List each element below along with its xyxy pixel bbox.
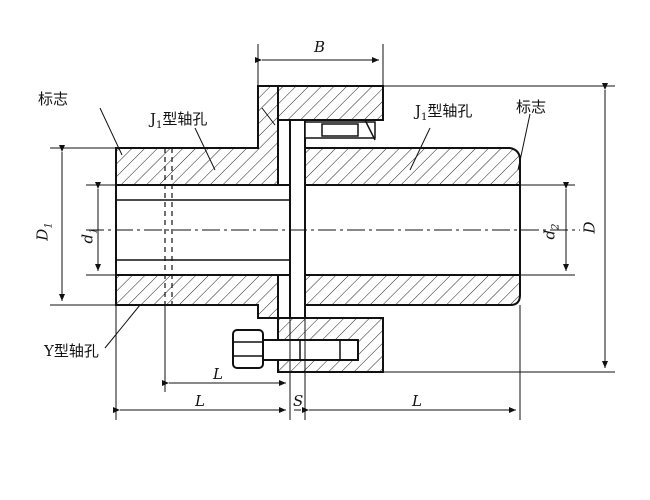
bottom-bolt <box>232 329 359 369</box>
leader-lines <box>99 107 531 349</box>
center-gap <box>289 119 306 319</box>
dim-label-d1-outer: D1 <box>33 222 55 241</box>
dimension-d1 <box>50 145 116 306</box>
dim-label-d: D <box>580 221 599 234</box>
dimension-d <box>383 83 615 373</box>
dim-label-d1-bore: d1 <box>78 227 100 244</box>
dim-label-d2: d2 <box>540 223 562 240</box>
j1-hole-label-left: J1型轴孔 <box>150 110 208 131</box>
dimension-d2 <box>520 182 575 276</box>
dimension-d1-bore <box>86 182 116 276</box>
dim-label-l-left: L <box>195 392 205 410</box>
dim-label-l-right: L <box>412 392 422 410</box>
j1-hole-label-right: J1型轴孔 <box>415 102 473 123</box>
dim-label-s: S <box>293 392 304 410</box>
top-bolt <box>304 119 376 141</box>
hidden-lines <box>164 148 173 305</box>
dim-label-b: B <box>314 38 326 56</box>
mark-label-left: 标志 <box>38 90 69 108</box>
dimension-bottom <box>113 305 521 420</box>
y-hole-label: Y型轴孔 <box>44 342 99 360</box>
mark-label-right: 标志 <box>516 98 547 116</box>
dim-label-l-inner: L <box>213 365 223 383</box>
dimension-b <box>255 44 384 86</box>
dimension-l-inner <box>162 305 291 420</box>
